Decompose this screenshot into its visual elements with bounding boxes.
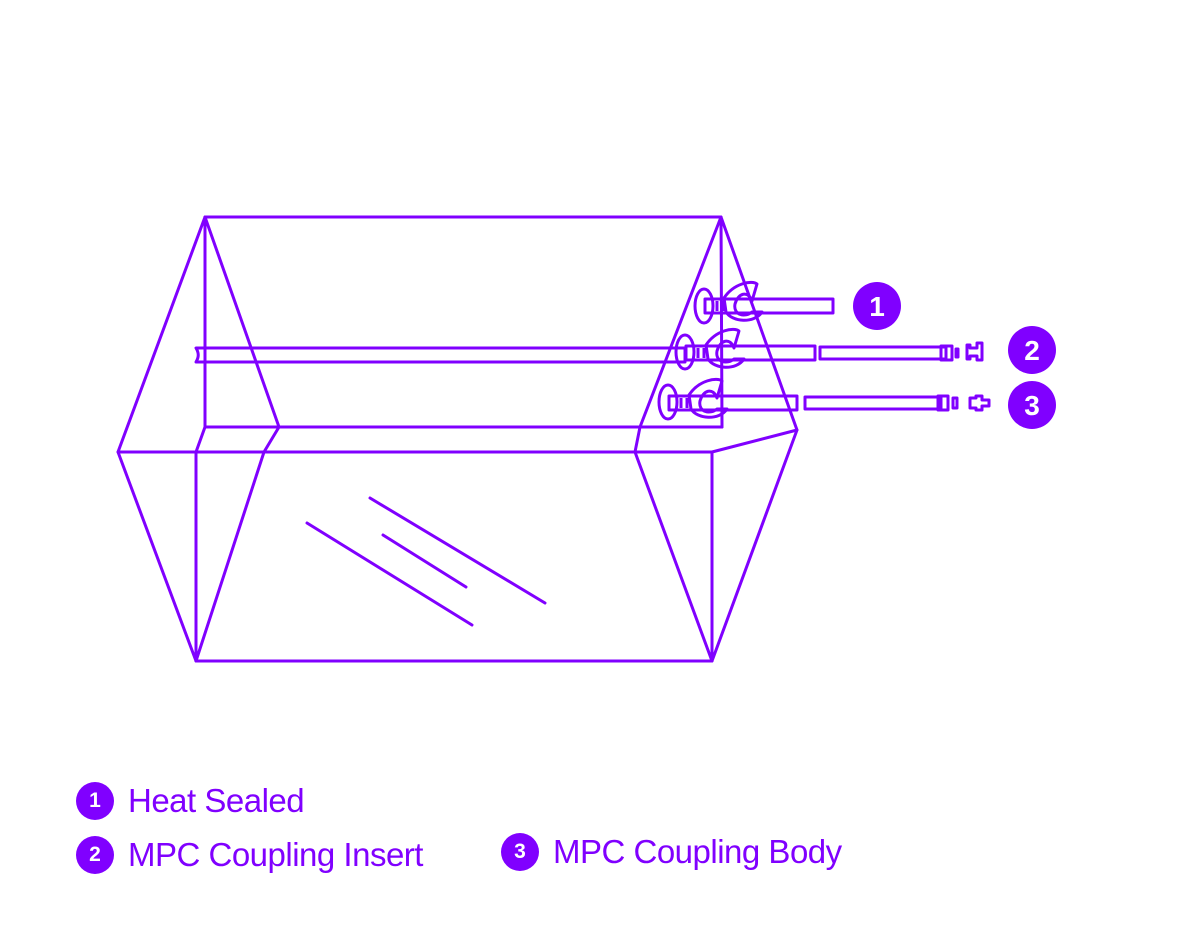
bag-outline xyxy=(116,215,799,663)
callout-badge-3: 3 xyxy=(1008,381,1056,429)
legend-label-heat-sealed: Heat Sealed xyxy=(128,782,305,819)
callout-badge-1-number: 1 xyxy=(869,291,885,322)
callout-badge-2-number: 2 xyxy=(1024,335,1040,366)
legend-item-heat-sealed: 1 Heat Sealed xyxy=(76,782,305,820)
legend-label-coupling-insert: MPC Coupling Insert xyxy=(128,836,423,873)
legend-item-coupling-insert: 2 MPC Coupling Insert xyxy=(76,836,423,874)
legend-label-coupling-body: MPC Coupling Body xyxy=(553,833,842,870)
port-coupling-body xyxy=(657,377,991,421)
legend-item-coupling-body: 3 MPC Coupling Body xyxy=(501,833,842,871)
callout-badge-1: 1 xyxy=(853,282,901,330)
port-heat-sealed xyxy=(693,280,835,325)
glare-lines xyxy=(305,496,547,627)
legend-badge-1: 1 xyxy=(76,782,114,820)
legend-badge-2: 2 xyxy=(76,836,114,874)
callout-badge-3-number: 3 xyxy=(1024,390,1040,421)
callout-badge-2: 2 xyxy=(1008,326,1056,374)
legend-badge-3: 3 xyxy=(501,833,539,871)
port-coupling-insert xyxy=(194,327,984,371)
